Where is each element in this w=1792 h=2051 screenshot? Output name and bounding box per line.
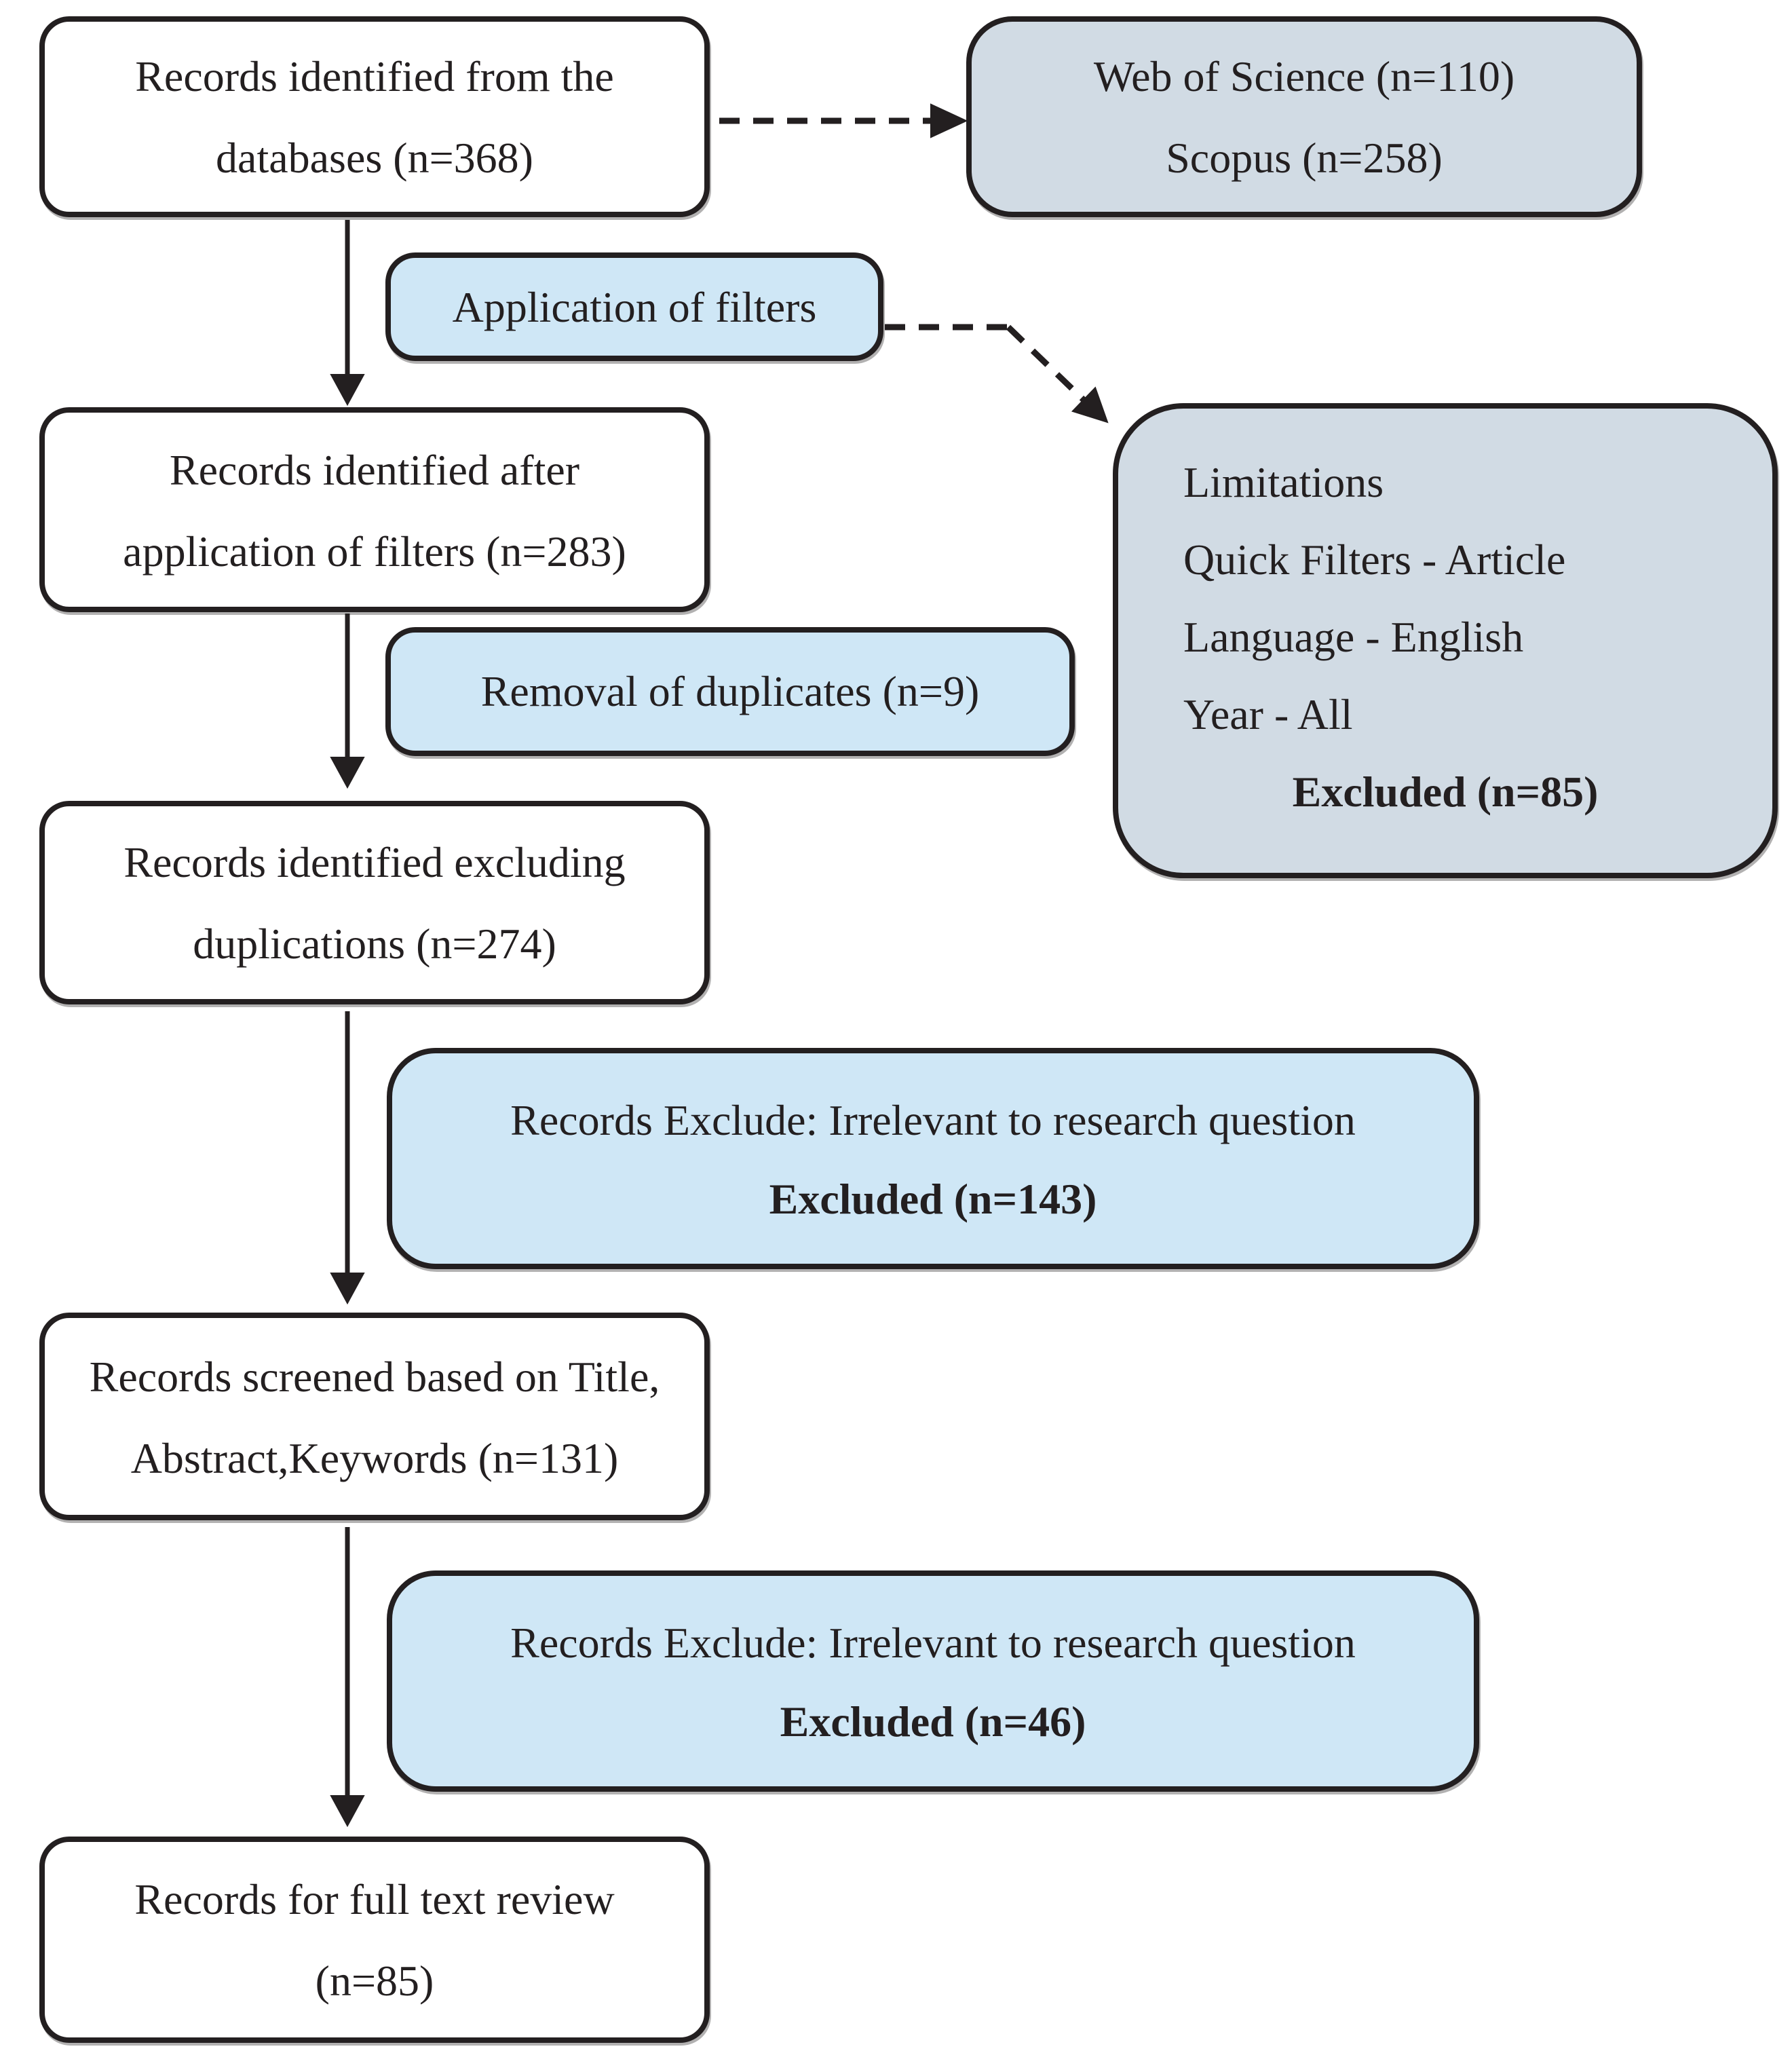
limitations-quick-filters: Quick Filters - Article <box>1183 535 1566 584</box>
arrowhead-down-icon <box>330 757 365 789</box>
records-screened-line1: Records screened based on Title, <box>89 1351 660 1400</box>
removal-of-duplicates-label: Removal of duplicates (n=9) <box>480 666 980 715</box>
records-after-filters-box: Records identified after application of … <box>39 407 710 612</box>
arrowhead-down-icon <box>330 374 365 407</box>
records-identified-box: Records identified from the databases (n… <box>39 16 710 217</box>
arrow-excluding-dups-to-screened <box>330 1011 365 1305</box>
arrowhead-down-icon <box>330 1273 365 1305</box>
exclusion-reason-line: Records Exclude: Irrelevant to research … <box>510 1617 1356 1666</box>
records-screened-line2: Abstract,Keywords (n=131) <box>130 1433 619 1482</box>
exclusion-reason-line: Records Exclude: Irrelevant to research … <box>510 1095 1356 1144</box>
records-identified-line2: databases (n=368) <box>216 133 533 182</box>
dashed-arrow-to-limitations <box>885 324 1109 424</box>
limitations-language: Language - English <box>1183 612 1524 661</box>
full-text-review-box: Records for full text review (n=85) <box>39 1837 710 2043</box>
arrow-screened-to-fulltext <box>330 1527 365 1828</box>
application-of-filters-box: Application of filters <box>385 252 883 361</box>
records-after-filters-line2: application of filters (n=283) <box>123 526 626 575</box>
database-sources-box: Web of Science (n=110) Scopus (n=258) <box>966 16 1642 217</box>
records-excluding-duplications-line1: Records identified excluding <box>123 838 626 886</box>
limitations-heading: Limitations <box>1183 457 1384 506</box>
dashed-arrow-to-sources <box>719 103 968 138</box>
limitations-excluded-count: Excluded (n=85) <box>1292 767 1599 816</box>
records-excluding-duplications-box: Records identified excluding duplication… <box>39 801 710 1004</box>
web-of-science-count: Web of Science (n=110) <box>1093 52 1515 100</box>
arrowhead-diagonal-icon <box>1071 386 1109 424</box>
arrow-after-filters-to-excluding-dups <box>330 614 365 789</box>
arrow-identified-to-after-filters <box>330 220 365 407</box>
records-screened-box: Records screened based on Title, Abstrac… <box>39 1313 710 1520</box>
excluded-143-count: Excluded (n=143) <box>769 1173 1097 1222</box>
full-text-review-line2: (n=85) <box>315 1956 434 2005</box>
arrowhead-down-icon <box>330 1795 365 1828</box>
application-of-filters-label: Application of filters <box>452 282 817 331</box>
limitations-box: Limitations Quick Filters - Article Lang… <box>1113 403 1778 878</box>
removal-of-duplicates-box: Removal of duplicates (n=9) <box>385 627 1075 756</box>
exclusion-irrelevant-143-box: Records Exclude: Irrelevant to research … <box>387 1048 1479 1269</box>
records-identified-line1: Records identified from the <box>135 52 614 100</box>
full-text-review-line1: Records for full text review <box>134 1875 615 1923</box>
exclusion-irrelevant-46-box: Records Exclude: Irrelevant to research … <box>387 1570 1479 1792</box>
limitations-year: Year - All <box>1183 690 1353 738</box>
excluded-46-count: Excluded (n=46) <box>780 1696 1086 1745</box>
arrowhead-right-icon <box>930 103 968 138</box>
records-after-filters-line1: Records identified after <box>169 445 580 493</box>
records-excluding-duplications-line2: duplications (n=274) <box>193 919 556 968</box>
scopus-count: Scopus (n=258) <box>1166 133 1443 182</box>
